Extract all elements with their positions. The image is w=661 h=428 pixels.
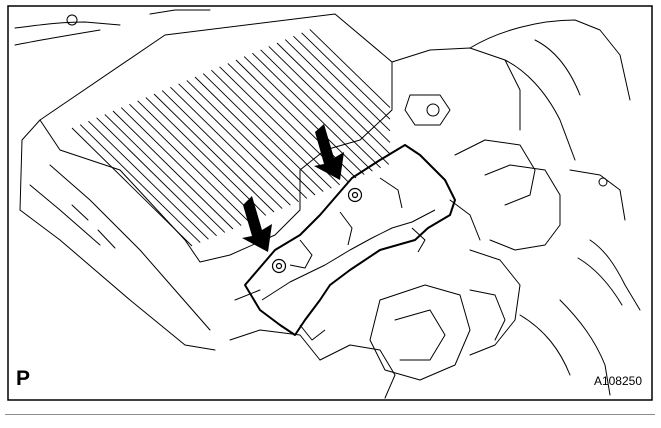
bolt bbox=[271, 258, 287, 274]
cover-rib bbox=[120, 107, 242, 226]
cover-rib bbox=[129, 103, 250, 223]
cover-rib bbox=[211, 69, 332, 189]
cover-rib bbox=[96, 117, 217, 237]
cover-rib bbox=[153, 93, 275, 213]
bottom-rule bbox=[5, 414, 655, 415]
cover-rib bbox=[252, 52, 373, 172]
callout-arrow bbox=[314, 124, 344, 180]
callout-arrow bbox=[242, 196, 272, 252]
cover-rib bbox=[243, 56, 365, 175]
cover-rib bbox=[186, 80, 308, 199]
cover-rib bbox=[161, 90, 283, 209]
cover-rib bbox=[309, 29, 391, 108]
cover-rib bbox=[276, 42, 391, 155]
bolt bbox=[347, 187, 363, 203]
cover-rib bbox=[194, 76, 316, 196]
cover-rib bbox=[137, 100, 258, 220]
cover-rib bbox=[112, 110, 234, 230]
cover-rib bbox=[79, 124, 201, 243]
cover-rib bbox=[293, 35, 391, 132]
cover-ribs bbox=[71, 29, 391, 247]
figure-frame bbox=[7, 5, 653, 401]
cover-rib bbox=[301, 32, 391, 120]
cover-rib bbox=[178, 83, 299, 203]
figure-code: A108250 bbox=[593, 374, 642, 388]
cover-rib bbox=[145, 97, 267, 216]
cover-rib bbox=[284, 39, 391, 143]
engine-cover-drawing bbox=[14, 9, 641, 399]
cover-rib bbox=[260, 49, 381, 169]
bracket bbox=[244, 144, 456, 341]
cover-rib bbox=[104, 114, 226, 233]
cover-rib bbox=[268, 46, 390, 165]
cover-rib bbox=[202, 73, 324, 192]
cover-rib bbox=[170, 86, 291, 206]
view-letter: P bbox=[16, 367, 31, 390]
cover-rib bbox=[71, 127, 193, 247]
cover-rib bbox=[88, 120, 209, 240]
